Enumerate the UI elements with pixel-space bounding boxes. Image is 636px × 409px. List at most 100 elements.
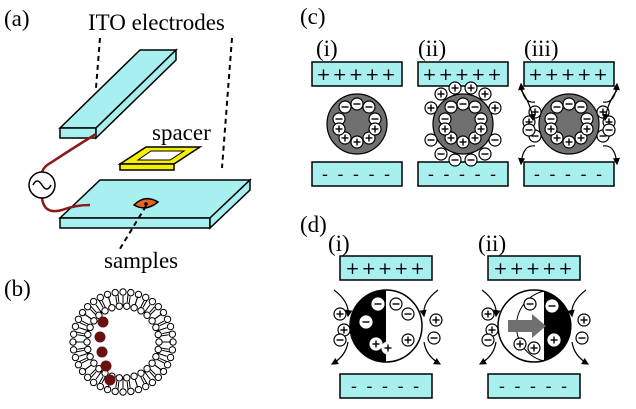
lipid-head [71,353,80,362]
panel-d-sub-i: (i) [328,231,350,256]
lipid-head [163,360,172,369]
lipid-head [108,304,116,312]
lipid-domain-dot [94,331,106,343]
electrode-leader-bottom [221,37,233,169]
lipid-tail [134,379,139,388]
panel-c-sub-i: (i) [316,36,338,61]
lipid-tail [98,300,104,308]
lipid-head [86,323,94,332]
lipid-head [115,302,123,310]
lipid-head [89,297,98,306]
flow-arrow [602,82,620,103]
lipid-tail [117,381,120,390]
negative-plate [417,161,509,187]
panel-c-column: +++++- - - - - [417,61,509,187]
flow-arrow [602,89,618,122]
lipid-head [83,302,92,311]
flow-arrow [567,289,587,318]
panel-d-column: +++++- - - - - [478,255,591,399]
lipid-head [127,288,135,297]
lipid-head [69,346,78,354]
wire-top [40,132,97,173]
lipid-head [103,290,112,299]
lipid-head [123,302,131,310]
lipid-head [152,352,160,361]
propulsion-arrow [508,314,546,338]
panel-label-d: (d) [300,212,327,237]
positive-plate-text: +++++ [528,65,609,85]
positive-plate [311,61,403,87]
lipid-head [154,345,162,354]
lipid-head [152,323,160,332]
lipid-tail [75,331,84,335]
lipid-tail [149,305,156,313]
lipid-head [163,315,172,324]
lipid-head [137,307,145,315]
flow-arrow [518,82,536,103]
positive-plate-text: +++++ [493,259,574,279]
lipid-tail [162,331,171,335]
flow-arrow [481,289,501,318]
lipid-tail [79,352,89,357]
lipid-bilayer-vesicle [69,288,177,396]
lipid-head [154,302,163,311]
lipid-head [148,297,157,306]
lipid-head [168,330,177,338]
lipid-head [148,378,157,387]
flow-arrow [520,89,536,122]
panel-c-sub-iii: (iii) [524,36,559,61]
samples-label: samples [104,248,178,273]
lipid-domain-dot [97,316,109,328]
ito-electrodes-label: ITO electrodes [88,10,225,35]
lipid-tail [155,313,163,319]
lipid-tail [155,365,163,371]
lipid-head [119,288,127,296]
negative-plate-text: - - - - - [428,165,498,185]
lipid-tail [149,371,156,379]
lipid-tail [143,304,151,314]
lipid-head [83,373,92,382]
lipid-tail [159,322,168,327]
sine-wave-icon [32,180,52,190]
panel-label-a: (a) [4,6,30,31]
lipid-tail [78,322,87,327]
lipid-head [86,352,94,361]
lipid-head [96,293,105,302]
spacer [117,146,203,171]
panel-label-c: (c) [300,4,326,29]
panel-b: (b) [4,276,177,396]
lipid-head [134,290,143,299]
lipid-tail [126,381,129,390]
lipid-tail [107,296,112,305]
lipid-head [130,304,138,312]
negative-plate [339,373,433,399]
lipid-tail [75,349,84,353]
lipid-head [111,387,119,396]
positive-plate [523,61,615,87]
lipid-tail [142,300,148,308]
lipid-domain-dot [96,346,108,358]
lipid-head [96,382,105,391]
lipid-head [127,387,135,396]
sample-dot [144,202,148,206]
lipid-head [130,372,138,380]
lipid-head [137,369,145,377]
flow-arrow [571,341,590,365]
negative-plate [523,161,615,187]
lipid-head [143,311,151,319]
negative-plate [487,373,581,399]
flow-arrow [602,145,620,166]
lipid-tail [95,370,103,380]
panel-d-column: +++++- - - - - [330,255,443,399]
positive-plate [487,255,581,281]
lipid-head [154,330,162,339]
lipid-head [154,373,163,382]
lipid-head [119,388,127,396]
lipid-tail [134,296,139,305]
lipid-tail [157,327,167,332]
spacer-label: spacer [152,120,211,145]
lipid-head [166,322,175,331]
panel-label-b: (b) [4,276,31,301]
lipid-head [84,345,92,354]
